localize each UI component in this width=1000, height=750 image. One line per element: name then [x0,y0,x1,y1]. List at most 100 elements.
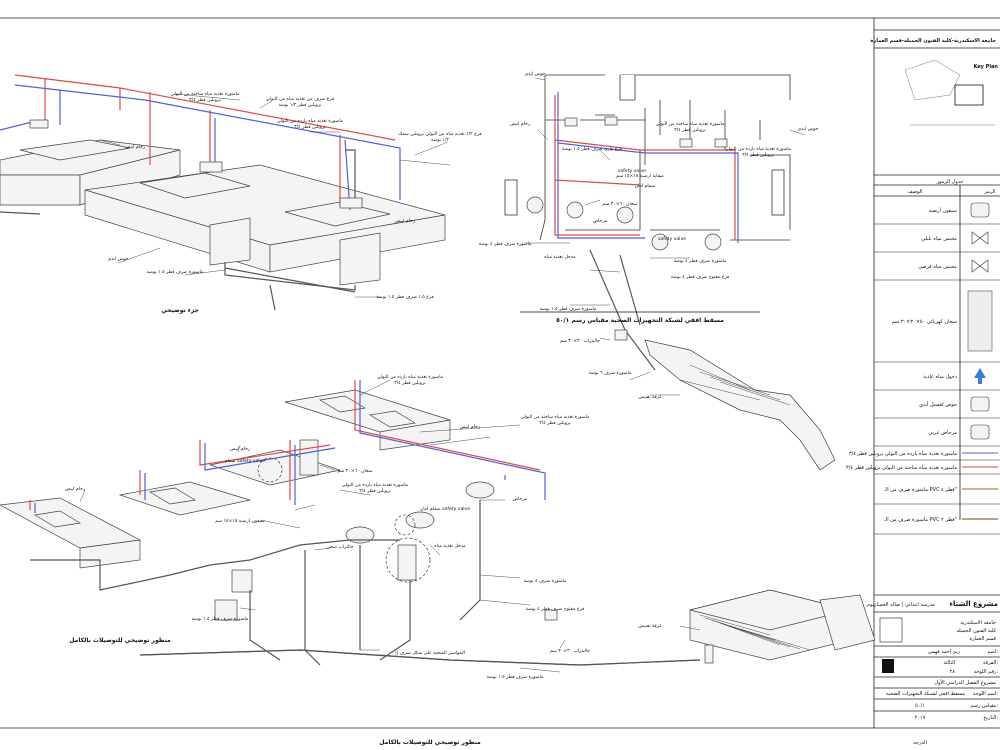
full-label-septic: غرفة تفتيش [638,624,662,629]
grade-box: الدرجة [913,740,927,746]
date-label: التاريخ: [983,715,998,721]
legend-desc-0: سيفون أرضية [929,207,957,214]
legend-desc-10: ماسورة صرف من الـ PVC قطر ٢" [883,517,957,523]
full-label-cold-feed: ماسورة تغذية مياه باردة من البولي [342,483,409,488]
legend-title: جدول الرموز [936,179,964,185]
water-inlet-icon [974,368,986,384]
plan-label-marble: رخام ابيض [510,122,530,127]
bottom-caption: منظور توضيحي للتوصيلات بالكامل [379,739,481,746]
north-arrow-icon [882,659,894,673]
full-label-check-valve: جالتراب صحي [326,545,353,550]
full-label-water-inlet: مدخل تغذية مياه [434,544,466,549]
label-hot-pipe: ماسورة تغذية مياه ساخنة من البولي [171,92,240,97]
plan-label-wc: مرحاض [593,219,608,224]
full-label-marble-mid: رخام ابيض [230,447,250,452]
plan-label-water-feed: مدخل تغذية مياه [544,255,576,260]
grade-value: الثالثة [943,660,955,666]
full-label-marble-left: رخام ابيض [65,487,85,492]
full-label-safety-valve-2: صمام امان safety valve [420,506,470,512]
plan-label-basin-tl: حوض ايدي [525,72,546,77]
plan-label-heater: سخان ٦٠×٣٠ سم [602,201,637,207]
label-cold-branch-2: بروبلين قطر ١/٢ بوصة [278,102,321,108]
full-label-inspection: جاليتراب ٣٠×٣٠ سم [550,648,590,654]
water-heater-icon [967,290,993,352]
full-label-floor-drain: سيفون ارضية ١٥×١٥ سم [215,518,265,524]
partial-view-title: جزء توضيحي [161,307,199,314]
plan-label-drain-open: فرع مفتوح صرف قطر ٤ بوصة [671,274,729,280]
label-drain-pipe: ماسورة صرف قطر ١.٥ بوصة [147,269,204,275]
plan-label-basin-tr: حوض ايدي [798,127,819,132]
plan-label-drain-6: ماسورة صرف ٦ بوصة [589,370,632,376]
legend-header-symbol: الرمز [983,189,995,195]
full-label-heater: سخان ٦٠×٣٠ سم [337,468,372,474]
plan-view: حوض ايدي حوض ايدي رخام ابيض ماسورة تغذية… [479,72,836,471]
legend-desc-7: ماسورة تغذية مياه باردة من البولي بروبلي… [849,451,957,457]
full-label-drain-open-4: فرع مفتوح صرف قطر ٤ بوصة [526,606,584,612]
plan-label-hot-pipe-2: بروبلين قطر ٣/٤ [674,127,706,133]
sheet-number: ٢٨ [950,669,956,675]
floor-drain-icon [970,202,990,218]
label-cold-branch: فرع صرف من تغذية مياه من البولي [266,96,334,102]
legend-desc-5: حوض لغسيل أيدي [919,401,957,408]
label-marble-top-left: رخام ابيض [125,145,145,150]
key-plan-marker [954,84,984,106]
plan-label-branch: فرع واري صرف قطر ١.٥ بوصة [562,146,622,152]
full-label-safety-valve: صمام safety valve [225,458,265,464]
label-cold-pipe: ماسورة تغذية مياه باردة من البولي [277,119,344,124]
legend-desc-2: محبس مياه قرصي [918,264,957,270]
faculty-line-2: كلية الفنون الجميلة [957,628,997,634]
label-marble-top-right: رخام ابيض [395,219,415,224]
full-label-riser: || المواسير الصحية على شكل صرف [395,650,465,656]
label-hot-pipe-2: بروبلين قطر ٣/٤ [189,97,221,103]
full-label-cold-feed-2: بروبلين قطر ٣/٤ [359,488,391,494]
scale-label: مقياس رسم: [970,703,998,709]
label-cold-feed-branch: فرع ١/٢ تغذية مياه من البولي بروبلين سمك [398,131,481,137]
project-heading: مشروع الشتاء [949,600,998,608]
legend-desc-6: مرحاض غربي [928,430,957,436]
university-logo [879,617,903,643]
student-name: ريم احمد فهمي [928,649,961,655]
faculty-line-3: قسم العمارة [969,636,996,642]
legend-desc-4: دخول مياه عادية [923,374,957,380]
plan-label-safety-valve: safety valve [618,168,646,174]
full-view: ماسورة تغذية مياه باردة من البولي بروبلي… [0,375,876,746]
drawing-label: اسم اللوحة: [973,691,998,697]
legend-header-desc: الوصف [908,189,923,195]
legend-desc-8: ماسورة تغذية مياه ساخنة من البولي بروبلي… [846,465,957,471]
faculty-line-1: جامعة الاسكندرية [960,620,996,626]
student-label: اسم: [987,649,998,655]
legend-table: سيفون أرضية محبس مياه بلبلي محبس مياه قرصي… [846,202,1000,535]
plan-label-drain-4b: ماسورة صرف قطر ٤ بوصة [674,258,727,264]
sheet-label: رقم اللوحة: [974,669,999,675]
course-name: مشروع الفصل الدراسي الأول [934,679,996,686]
plan-view-title: مسقط افقي لشبكة التجهيزات الصحية مقياس ر… [556,317,724,324]
plan-label-drain-4: ماسورة صرف قطر ٤ بوصة [479,241,532,247]
plan-label-drain-15: ماسورة صرف قطر ١.٥ بوصة [540,306,597,312]
legend-desc-3: سخان كهربائي ٥٠×٣٠×٣٠ سم [892,319,957,325]
toilet-icon [970,424,990,440]
full-label-wc: مرحاض [513,497,528,502]
label-cold-pipe-2: بروبلين قطر ٣/٤ [294,124,326,130]
full-label-cold-pipe-top-2: بروبلين قطر ٣/٤ [394,380,426,386]
label-basin: حوض ايدي [108,257,129,262]
full-label-drain-15: ماسورة صرف قطر ١.٥ بوصة [192,616,249,622]
legend-desc-1: محبس مياه بلبلي [921,236,957,242]
wash-basin-icon [970,396,990,412]
full-label-cold-pipe-top: ماسورة تغذية مياه باردة من البولي [377,375,444,380]
full-label-drain-4: ماسورة صرف ٤ بوصة [524,578,567,584]
legend-desc-9: ماسورة صرف من الـ PVC قطر ٤" [883,487,957,493]
key-plan-label: Key Plan [974,64,999,70]
university-name: جامعة الاسكندرية-كلية الفنون الجميلة-قسم… [870,38,996,44]
scale-value: ٥٠/١ [915,703,925,709]
plan-label-septic: غرفة تفتيش [638,395,662,400]
plan-label-hot-pipe: ماسورة تغذية مياه ساخنة من البولي [656,122,725,127]
full-label-marble-top: رخام ابيض [460,425,480,430]
partial-view: رخام ابيض رخام ابيض حوض ايدي ماسورة تغذي… [0,74,482,314]
title-block: جامعة الاسكندرية-كلية الفنون الجميلة-قسم… [846,29,1000,746]
plan-label-inspection: جاليتراب ٣٠×٣٠ سم [560,338,600,344]
plan-label-cold-pipe: ماسورة تغذية مياه باردة من البولي [725,147,792,152]
gate-valve-icon [971,259,989,273]
full-label-hot-pipe-mid: ماسورة تغذية مياه ساخنة من البولي [521,415,590,420]
label-cold-feed-branch-2: ١/٢ بوصة [431,137,449,143]
full-label-hot-pipe-mid-2: بروبلين قطر ٣/٤ [539,420,571,426]
